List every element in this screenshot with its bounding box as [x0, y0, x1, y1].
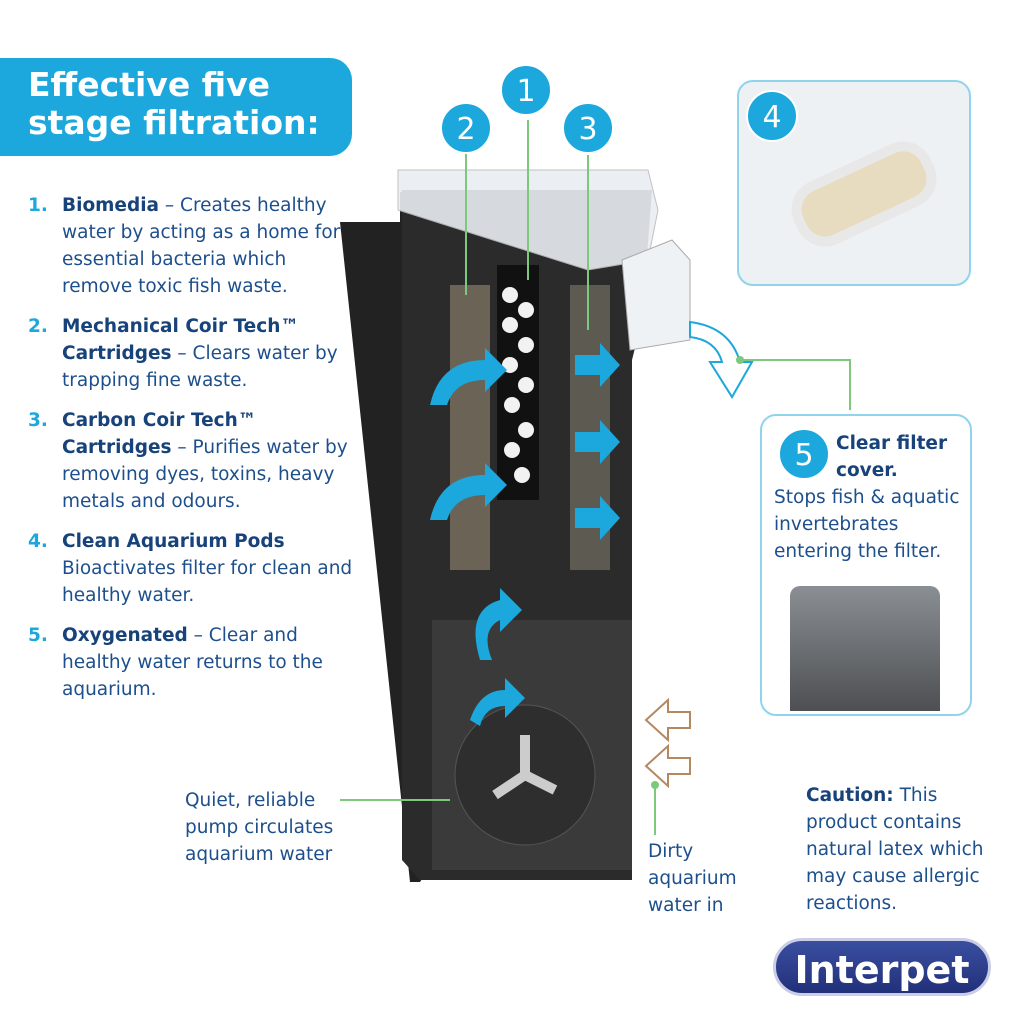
- cover-title: Clear filter cover.: [836, 433, 948, 481]
- badge-5: 5: [778, 428, 830, 480]
- mechanical-cartridge: [450, 285, 490, 570]
- stage-name: Mechanical Coir Tech™ Cartridges: [62, 316, 299, 364]
- stage-list: 1. Biomedia – Creates healthy water by ac…: [28, 192, 358, 716]
- inflow-arrows: [644, 697, 691, 789]
- stage-number: 4.: [28, 531, 48, 552]
- caution-note: Caution: This product contains natural l…: [806, 782, 996, 917]
- stage-name: Clean Aquarium Pods: [62, 531, 285, 552]
- pump-label: Quiet, reliable pump circulates aquarium…: [185, 790, 334, 865]
- stage-number: 1.: [28, 195, 48, 216]
- stage-desc: – Creates healthy water by acting as a h…: [62, 195, 341, 297]
- stage-desc: – Clear and healthy water returns to the…: [62, 625, 323, 700]
- interpet-logo: Interpet: [773, 938, 991, 996]
- stage-number: 3.: [28, 410, 48, 431]
- stage-desc: – Clears water by trapping fine waste.: [62, 343, 338, 391]
- stage-item: 2. Mechanical Coir Tech™ Cartridges – Cle…: [28, 313, 358, 394]
- stage-item: 4. Clean Aquarium Pods Bioactivates filte…: [28, 528, 358, 609]
- title-banner: Effective five stage filtration:: [0, 58, 352, 156]
- dirty-water-label: Dirty aquarium water in: [648, 841, 737, 916]
- stage-name: Biomedia: [62, 195, 160, 216]
- badge-3: 3: [562, 102, 614, 154]
- cover-desc: Stops fish & aquatic invertebrates enter…: [774, 487, 960, 562]
- stage-desc: – Purifies water by removing dyes, toxin…: [62, 437, 348, 512]
- leader-lines: [340, 120, 851, 835]
- badge-4: 4: [746, 90, 798, 142]
- stage-desc: Bioactivates filter for clean and health…: [62, 558, 353, 606]
- stage-name: Carbon Coir Tech™ Cartridges: [62, 410, 257, 458]
- badge-1: 1: [500, 64, 552, 116]
- title-line-2: stage filtration:: [28, 103, 320, 142]
- pod-image: [794, 144, 934, 244]
- badge-2: 2: [440, 102, 492, 154]
- flow-arrows: [430, 343, 620, 726]
- stage-name: Oxygenated: [62, 625, 188, 646]
- outlet-cover: [621, 239, 691, 351]
- outflow-arrow: [689, 320, 754, 399]
- stage-item: 5. Oxygenated – Clear and healthy water r…: [28, 622, 358, 703]
- stage-item: 1. Biomedia – Creates healthy water by ac…: [28, 192, 358, 300]
- title-line-1: Effective five: [28, 65, 271, 104]
- caution-label: Caution:: [806, 785, 894, 806]
- stage-number: 5.: [28, 625, 48, 646]
- impeller: [492, 735, 558, 800]
- cover-photo: [790, 586, 940, 711]
- stage-item: 3. Carbon Coir Tech™ Cartridges – Purifie…: [28, 407, 358, 515]
- caution-text: This product contains natural latex whic…: [806, 785, 984, 914]
- stage-number: 2.: [28, 316, 48, 337]
